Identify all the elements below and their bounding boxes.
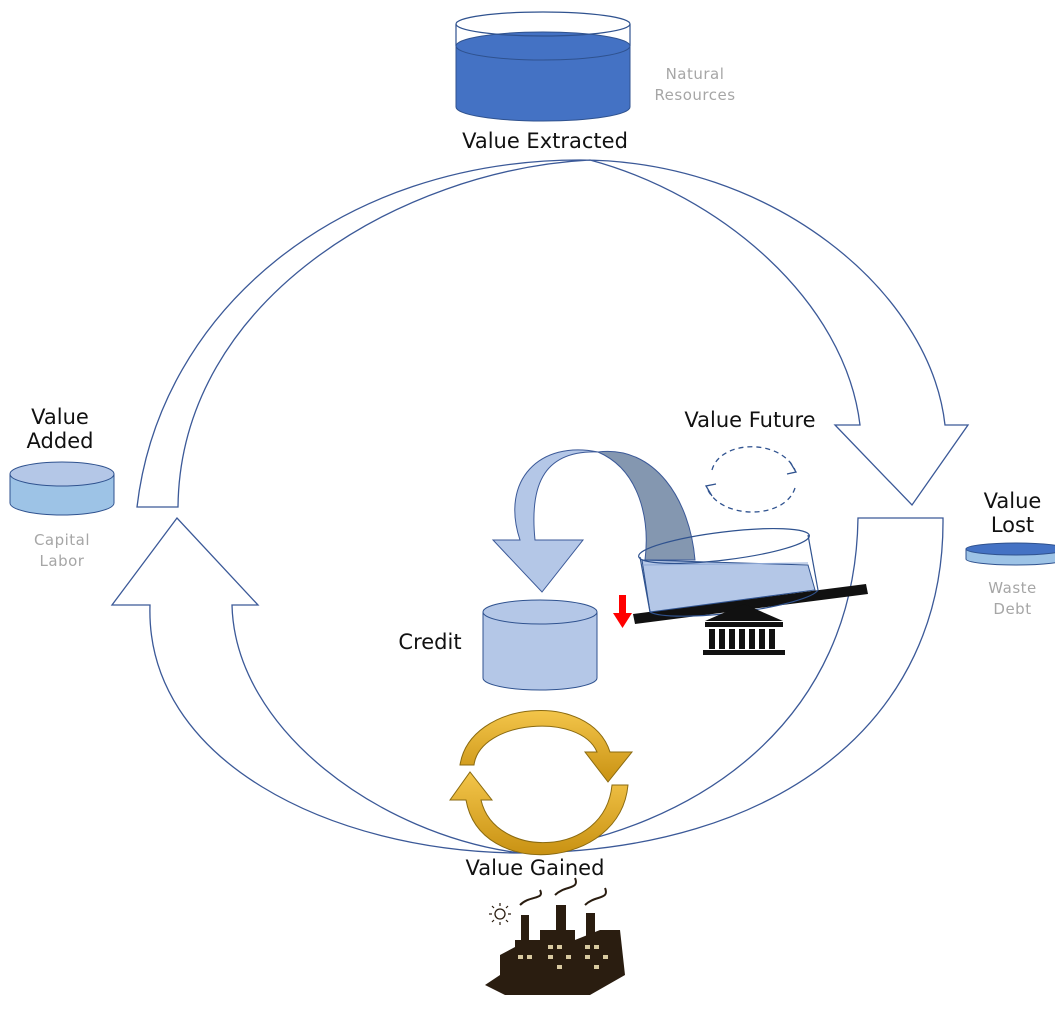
- value-future-tank: [633, 527, 868, 624]
- value-added-label: Value Added: [10, 405, 110, 453]
- value-lost-line1: Value: [983, 489, 1042, 513]
- value-lost-label: Value Lost: [965, 489, 1055, 537]
- value-future-cycle-icon: [704, 446, 798, 513]
- credit-flow-arrow: [491, 449, 696, 593]
- value-gained-label: Value Gained: [465, 856, 605, 880]
- bank-icon: [703, 604, 785, 655]
- red-down-arrow-icon: [613, 595, 632, 628]
- value-future-label: Value Future: [684, 408, 816, 432]
- value-added-tank: [9, 461, 115, 516]
- natural-resources-tank: [455, 11, 631, 122]
- credit-label: Credit: [398, 630, 462, 654]
- capital-label: Capital: [33, 531, 91, 549]
- value-added-line2: Added: [26, 429, 94, 453]
- waste-label: Waste: [988, 579, 1037, 597]
- cycle-arrow-extracted-to-lost: [136, 159, 970, 508]
- resources-label: Resources: [654, 86, 736, 104]
- factory-icon: [485, 877, 625, 995]
- value-extracted-label: Value Extracted: [462, 129, 628, 153]
- labor-label: Labor: [39, 552, 85, 570]
- natural-label: Natural: [665, 65, 725, 83]
- waste-debt-label: Waste Debt: [965, 578, 1055, 620]
- debt-label: Debt: [993, 600, 1032, 618]
- cycle-arrow-gained-to-added: [110, 516, 521, 854]
- value-added-line1: Value: [31, 405, 89, 429]
- value-lost-tank: [965, 542, 1055, 566]
- credit-tank: [482, 599, 598, 691]
- gold-cycle-arrows-icon: [449, 710, 634, 856]
- value-lost-line2: Lost: [990, 513, 1035, 537]
- natural-resources-label: Natural Resources: [640, 64, 750, 106]
- capital-labor-label: Capital Labor: [12, 530, 112, 572]
